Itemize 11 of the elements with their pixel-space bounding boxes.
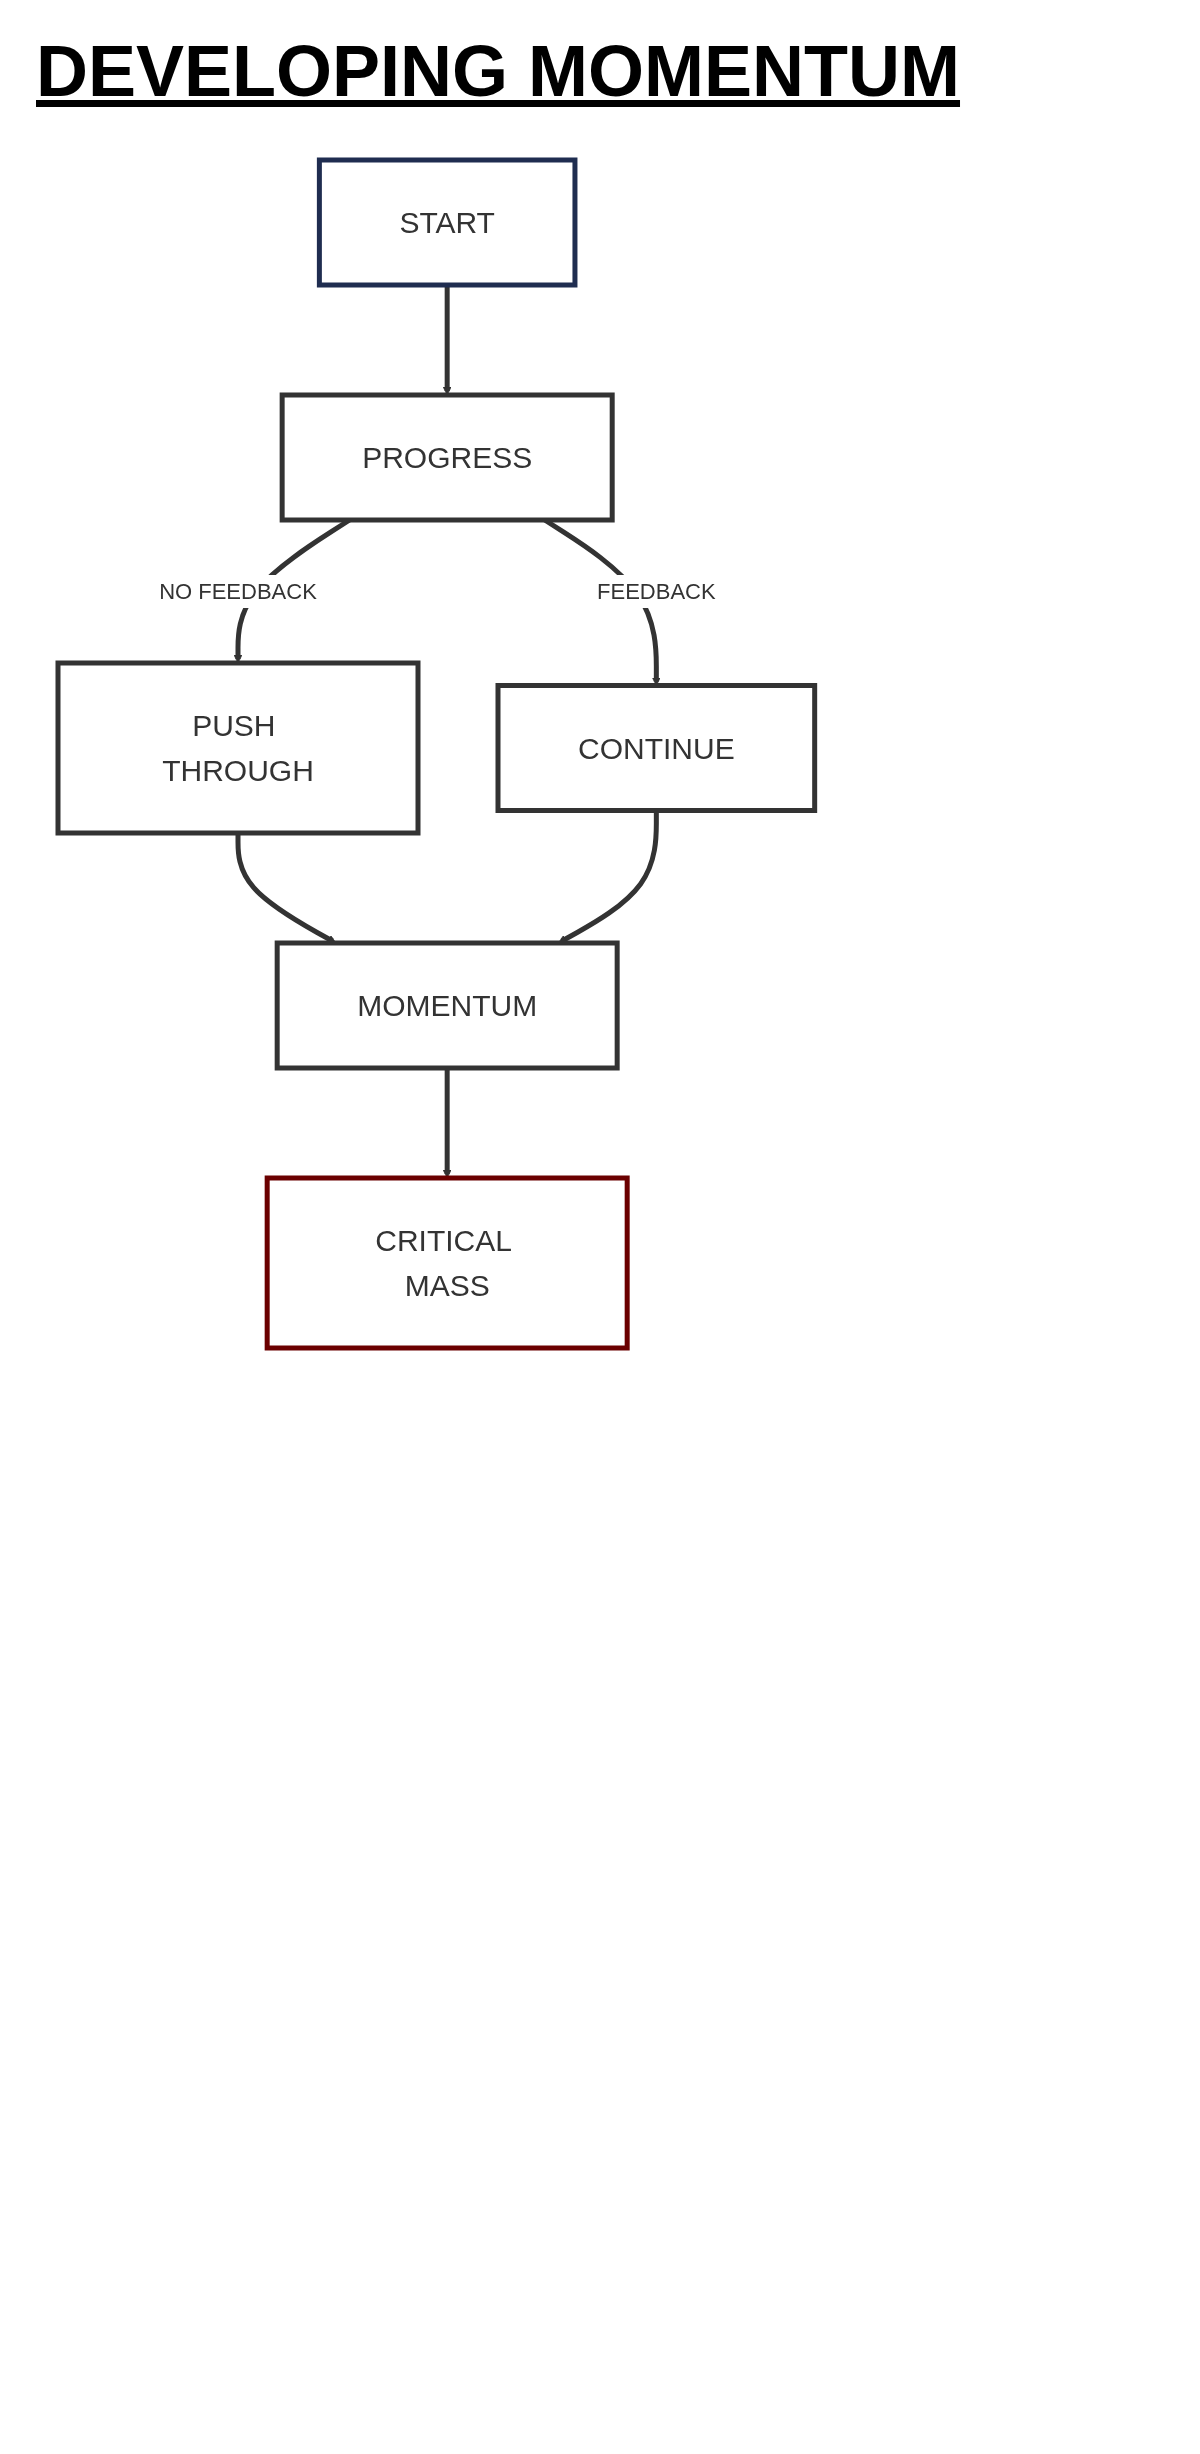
node-box: START [316, 157, 578, 288]
arrow [442, 1068, 452, 1179]
edge-label: FEEDBACK [597, 579, 716, 604]
node-box: CONTINUE [495, 683, 818, 813]
title: DEVELOPING MOMENTUM [36, 30, 960, 112]
node-box: PUSH THROUGH [55, 660, 421, 836]
node-box: PROGRESS [279, 392, 615, 523]
node-box: MOMENTUM [274, 940, 620, 1071]
arrow [442, 285, 452, 396]
node-box: CRITICAL MASS [264, 1175, 630, 1351]
edge-label: NO FEEDBACK [159, 579, 317, 604]
